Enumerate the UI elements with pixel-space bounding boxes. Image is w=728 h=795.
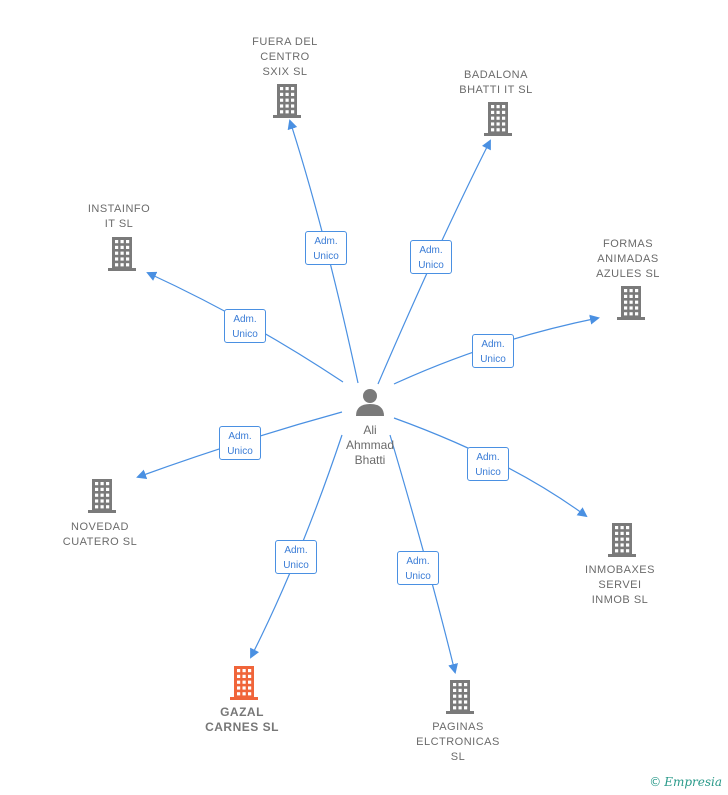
role-label-formas[interactable]: Adm. Unico [472, 334, 514, 368]
brand-logo: ©Empresia [649, 775, 722, 789]
company-label-gazal[interactable]: GAZAL CARNES SL [205, 705, 279, 734]
company-building-icon[interactable] [88, 479, 116, 513]
company-building-icon[interactable] [617, 286, 645, 320]
company-building-icon[interactable] [608, 523, 636, 557]
company-building-icon[interactable] [446, 680, 474, 714]
role-label-inmobaxes[interactable]: Adm. Unico [467, 447, 509, 481]
role-label-badalona[interactable]: Adm. Unico [410, 240, 452, 274]
role-label-paginas[interactable]: Adm. Unico [397, 551, 439, 585]
role-label-gazal[interactable]: Adm. Unico [275, 540, 317, 574]
role-label-novedad[interactable]: Adm. Unico [219, 426, 261, 460]
company-label-paginas[interactable]: PAGINAS ELCTRONICAS SL [416, 721, 500, 763]
role-label-fuera[interactable]: Adm. Unico [305, 231, 347, 265]
role-label-instainfo[interactable]: Adm. Unico [224, 309, 266, 343]
person-icon[interactable] [356, 389, 384, 416]
company-label-instainfo[interactable]: INSTAINFO IT SL [87, 203, 151, 230]
person-name[interactable]: Ali Ahmmad Bhatti [345, 423, 395, 467]
copyright-symbol: © [649, 775, 662, 789]
company-building-icon[interactable] [273, 84, 301, 118]
brand-name: Empresia [664, 775, 722, 789]
company-label-badalona[interactable]: BADALONA BHATTI IT SL [459, 69, 533, 96]
company-label-inmobaxes[interactable]: INMOBAXES SERVEI INMOB SL [585, 564, 655, 606]
company-building-icon[interactable] [484, 102, 512, 136]
company-label-novedad[interactable]: NOVEDAD CUATERO SL [62, 521, 138, 548]
company-label-fuera[interactable]: FUERA DEL CENTRO SXIX SL [252, 36, 318, 78]
company-building-icon[interactable] [230, 666, 258, 700]
company-label-formas[interactable]: FORMAS ANIMADAS AZULES SL [596, 238, 660, 280]
company-building-icon[interactable] [108, 237, 136, 271]
